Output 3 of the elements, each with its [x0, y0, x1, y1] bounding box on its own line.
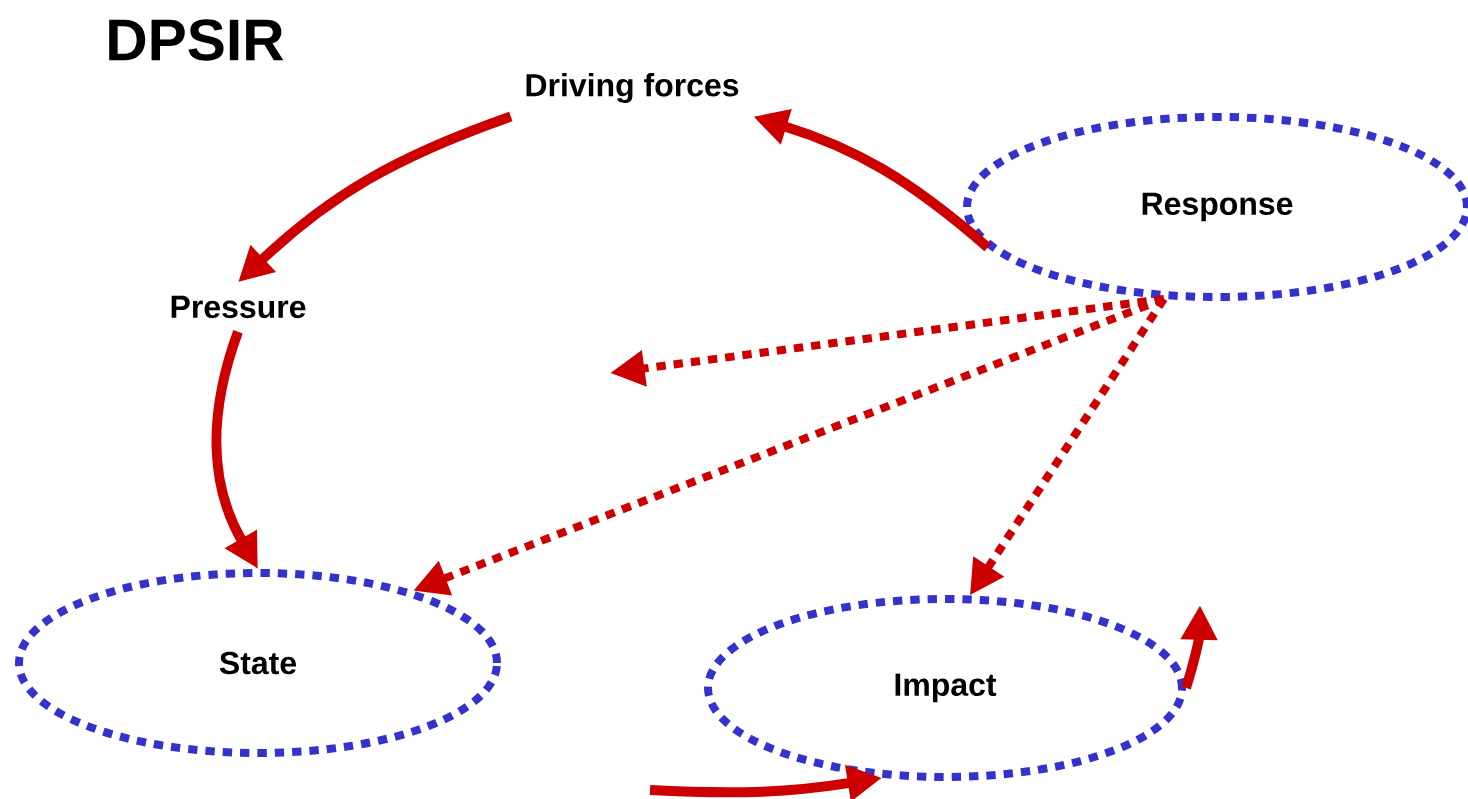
node-label: Driving forces [526, 73, 739, 103]
title: DPSIR [109, 19, 284, 61]
node-label: Pressure [171, 295, 306, 319]
